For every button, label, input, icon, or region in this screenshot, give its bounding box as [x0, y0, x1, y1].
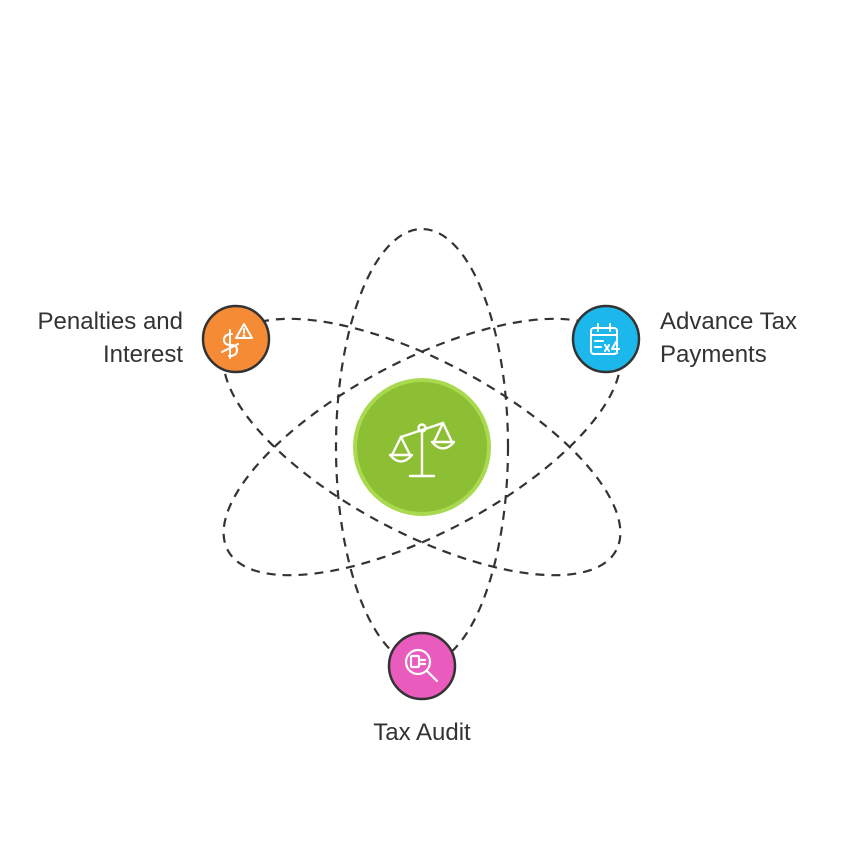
advance-label-line1: Advance Tax: [660, 308, 797, 335]
penalties-label-line1: Penalties and: [37, 308, 183, 335]
advance-label: Advance Tax Payments: [660, 305, 797, 371]
orbit-vertical: [334, 227, 510, 667]
advance-node: [571, 304, 641, 374]
penalties-node: [201, 304, 271, 374]
calendar-installments-icon: [590, 323, 620, 355]
penalties-label: Penalties and Interest: [38, 305, 183, 371]
audit-node: [387, 631, 457, 701]
penalty-warning-icon: [221, 323, 253, 359]
center-node: [353, 378, 491, 516]
audit-magnifier-icon: [404, 648, 439, 683]
audit-label: Tax Audit: [373, 719, 471, 746]
balance-scale-icon: [388, 421, 456, 478]
penalties-label-line2: Interest: [102, 341, 183, 368]
advance-label-line2: Payments: [660, 341, 767, 368]
